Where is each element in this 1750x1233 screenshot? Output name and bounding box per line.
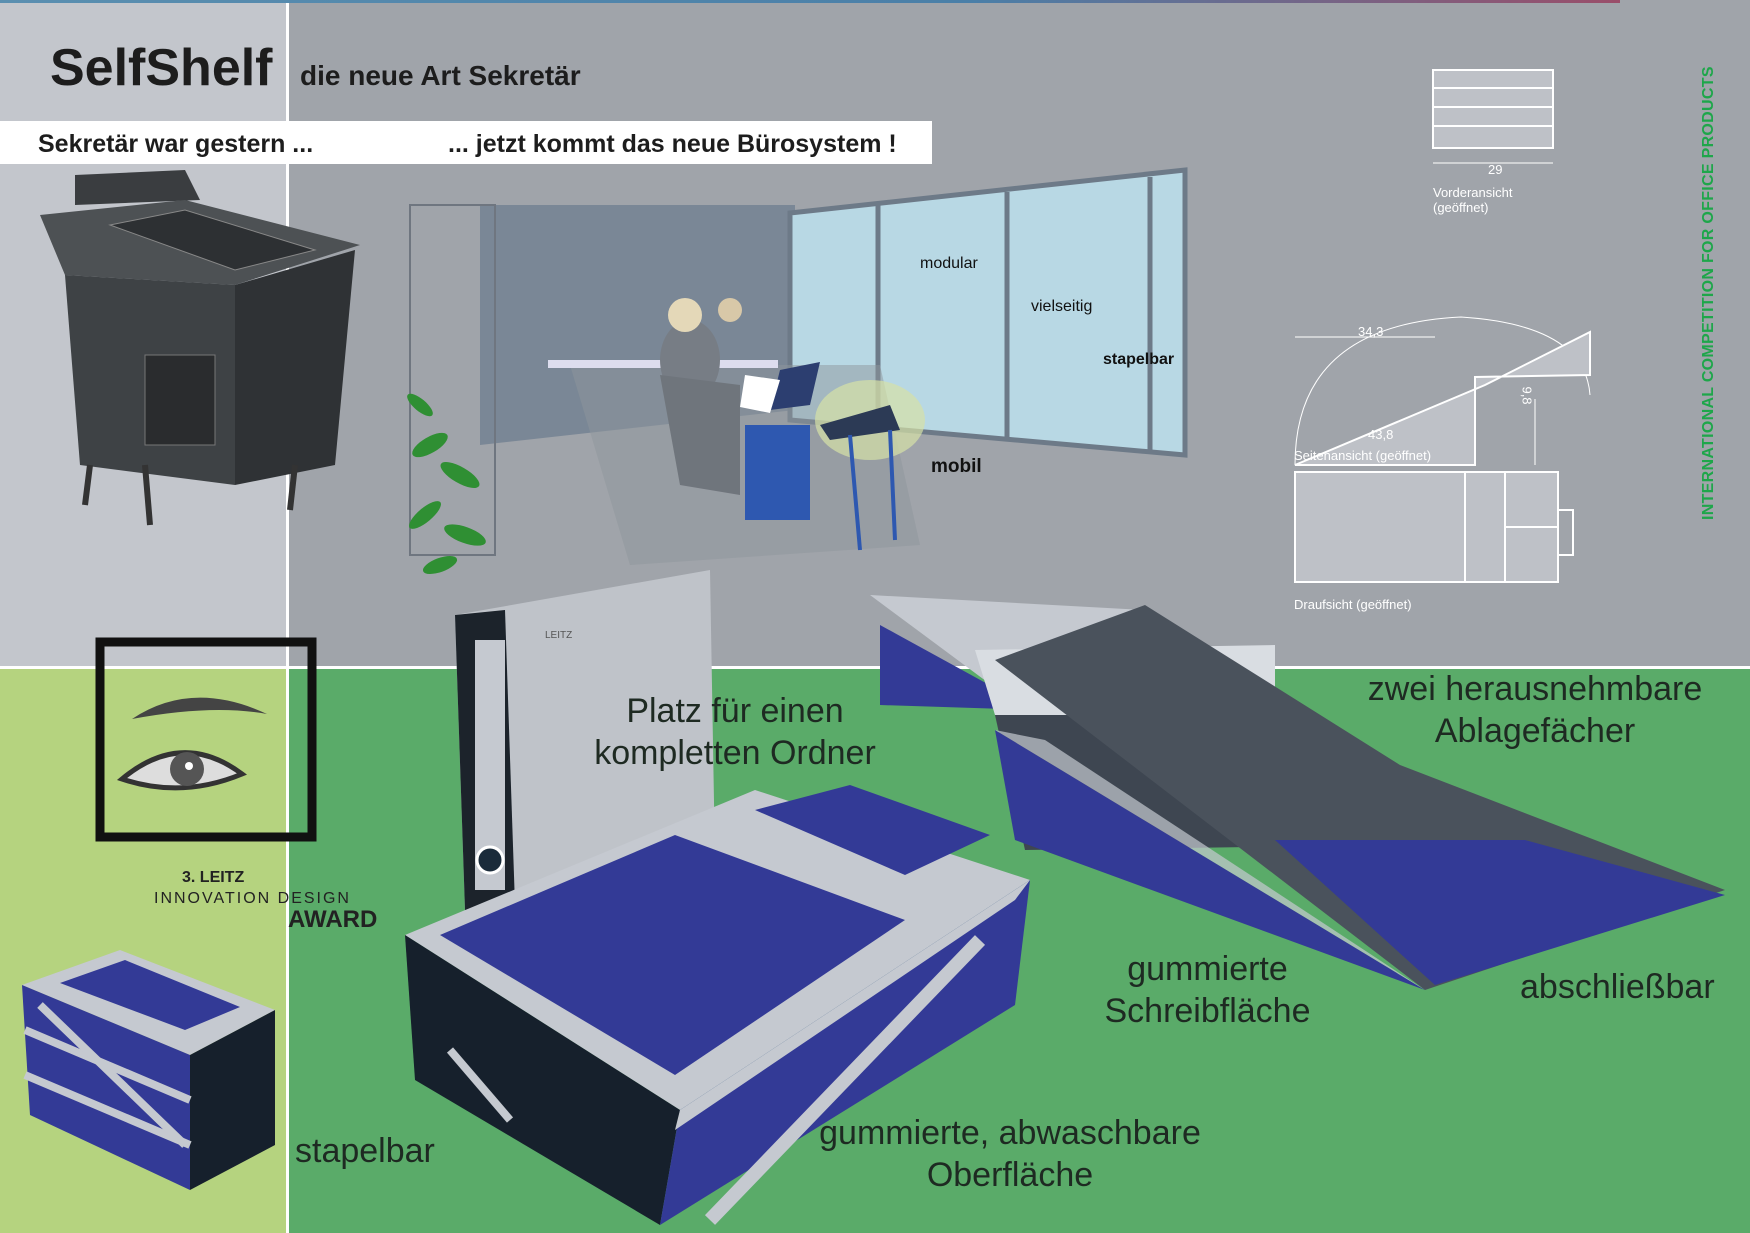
label-schreib-line1: gummierte <box>1127 950 1288 988</box>
divider-horizontal <box>0 666 1750 669</box>
old-secretary-image <box>40 170 360 526</box>
label-faecher-line2: Ablagefächer <box>1434 712 1636 750</box>
top-caption: Draufsicht (geöffnet) <box>1294 597 1412 612</box>
stacked-units-illustration <box>22 950 275 1190</box>
side-dimension-top: 34,3 <box>1358 324 1384 339</box>
competition-text: INTERNATIONAL COMPETITION FOR OFFICE PRO… <box>1700 66 1717 520</box>
front-caption-2: (geöffnet) <box>1433 200 1489 215</box>
label-stapelbar: stapelbar <box>295 1132 435 1170</box>
banner-left-text: Sekretär war gestern ... <box>38 130 314 158</box>
label-ordner-line1: Platz für einen <box>626 692 844 730</box>
label-vielseitig: vielseitig <box>1031 298 1093 315</box>
side-dimension-bottom: 43,8 <box>1368 427 1394 442</box>
poster-title: SelfShelf <box>50 39 273 97</box>
front-caption: Vorderansicht <box>1433 185 1513 200</box>
label-ordner: Platz für einen kompletten Ordner <box>560 690 910 774</box>
open-selfshelf-illustration <box>870 595 1725 990</box>
banner <box>0 121 932 164</box>
top-strip <box>0 0 1620 3</box>
label-surface-line2: Oberfläche <box>926 1156 1094 1194</box>
binder-illustration: LEITZ <box>455 570 715 910</box>
award-line-1: 3. LEITZ <box>182 869 245 886</box>
label-faecher-line1: zwei herausnehmbare <box>1367 670 1703 708</box>
label-modular: modular <box>920 255 978 272</box>
side-dimension-height: 9,8 <box>1519 386 1535 405</box>
poster-subtitle: die neue Art Sekretär <box>300 60 581 91</box>
label-abschliessbar: abschließbar <box>1520 968 1715 1006</box>
front-dimension: 29 <box>1488 162 1503 177</box>
label-stapelbar-room: stapelbar <box>1103 351 1175 368</box>
award-line-2: INNOVATION DESIGN <box>154 890 351 907</box>
technical-drawings <box>1294 69 1591 583</box>
side-caption: Seitenansicht (geöffnet) <box>1294 448 1432 463</box>
label-surface-line1: gummierte, abwaschbare <box>819 1114 1201 1152</box>
closed-selfshelf-illustration <box>405 785 1030 1225</box>
label-schreib-line2: Schreibfläche <box>1104 992 1311 1030</box>
binder-brand: LEITZ <box>545 630 572 641</box>
office-room-illustration <box>407 167 1188 575</box>
divider-vertical <box>286 0 289 1233</box>
eye-award-logo <box>95 637 317 842</box>
label-ordner-line2: kompletten Ordner <box>594 734 876 772</box>
banner-right-text: ... jetzt kommt das neue Bürosystem ! <box>448 130 897 158</box>
label-mobil: mobil <box>931 456 982 477</box>
award-line-3: AWARD <box>288 906 378 933</box>
